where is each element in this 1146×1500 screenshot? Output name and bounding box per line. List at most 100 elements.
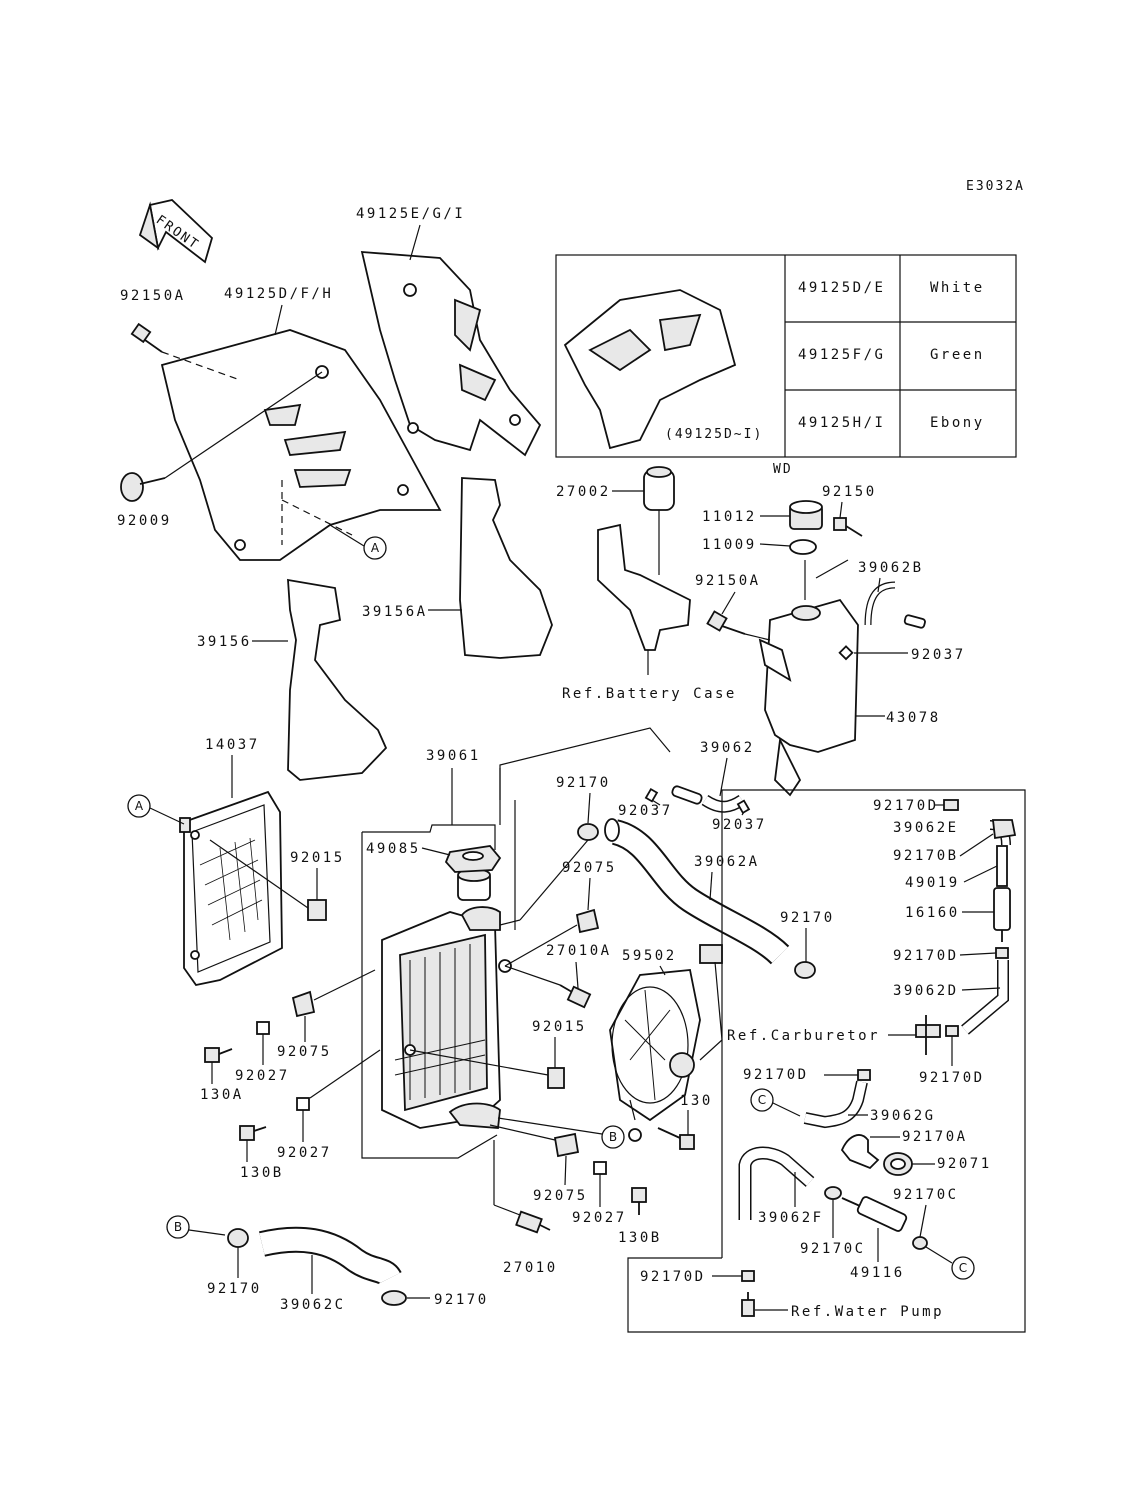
label-39062a: 39062A <box>694 854 760 870</box>
side-cover-39156-icon <box>287 578 388 781</box>
label-49125egi: 49125E/G/I <box>356 206 465 222</box>
clamp-92170-right-icon <box>794 961 816 979</box>
label-39156a: 39156A <box>362 604 428 620</box>
label-92170b: 92170B <box>893 848 959 864</box>
label-92150a-tank: 92150A <box>695 573 761 589</box>
callout-b-lower-text: B <box>174 1220 182 1234</box>
collar-92027-c-icon <box>593 1161 607 1175</box>
callout-a-lower <box>127 794 151 818</box>
callout-b-upper <box>601 1125 625 1149</box>
label-39062g: 39062G <box>870 1108 936 1124</box>
callout-c-right <box>951 1256 975 1280</box>
color-table-color-2: Green <box>930 347 985 363</box>
clamp-92170-b-icon <box>227 1228 249 1248</box>
bolt-92009-icon <box>120 472 166 502</box>
gasket-11009-icon <box>789 539 817 555</box>
valve-49116-icon <box>841 1196 908 1232</box>
label-92037-a: 92037 <box>618 803 673 819</box>
label-130: 130 <box>680 1093 713 1109</box>
label-27010: 27010 <box>503 1260 558 1276</box>
ref-carburetor: Ref.Carburetor <box>727 1028 880 1044</box>
clamp-92170-bottom-icon <box>381 1290 407 1306</box>
fuse-27002-icon <box>643 466 675 511</box>
bolt-130-icon <box>657 1127 695 1150</box>
clamp-92170c-2-icon <box>824 1186 842 1200</box>
label-92037-b: 92037 <box>712 817 767 833</box>
label-92170c-1: 92170C <box>893 1187 959 1203</box>
label-27002: 27002 <box>556 484 611 500</box>
label-92027-a: 92027 <box>235 1068 290 1084</box>
bolt-130b-right-icon <box>631 1187 647 1215</box>
clamp-92170d-3-icon <box>945 1025 959 1037</box>
label-92150: 92150 <box>822 484 877 500</box>
clamp-92170d-2-icon <box>995 947 1009 959</box>
label-130b-left: 130B <box>240 1165 284 1181</box>
label-92037-tank: 92037 <box>911 647 966 663</box>
clamp-92170-top-icon <box>577 823 599 841</box>
clamp-92170d-4-icon <box>857 1069 871 1081</box>
collar-92027-a-icon <box>256 1021 270 1035</box>
callout-c-left <box>750 1088 774 1112</box>
label-92170-top: 92170 <box>556 775 611 791</box>
label-130b-right: 130B <box>618 1230 662 1246</box>
clip-92015-a-icon <box>307 899 327 921</box>
cap-11012-icon <box>789 500 823 530</box>
collar-92027-b-icon <box>296 1097 310 1111</box>
callout-b-upper-text: B <box>609 1130 617 1144</box>
label-39062e: 39062E <box>893 820 959 836</box>
label-39061: 39061 <box>426 748 481 764</box>
switch-27010-icon <box>515 1210 551 1234</box>
clamp-92170d-5-icon <box>741 1270 755 1282</box>
color-table-part-2: 49125F/G <box>798 347 885 363</box>
clamp-92170b-icon <box>991 819 1017 840</box>
label-92170c-2: 92170C <box>800 1241 866 1257</box>
label-39156: 39156 <box>197 634 252 650</box>
label-92027-b: 92027 <box>277 1145 332 1161</box>
ref-battery-case: Ref.Battery Case <box>562 686 737 702</box>
color-table: 49125D/E White 49125F/G Green 49125H/I E… <box>555 254 1017 458</box>
callout-b-lower <box>166 1215 190 1239</box>
label-92170-right: 92170 <box>780 910 835 926</box>
radiator-screen-14037-icon <box>183 790 283 987</box>
clip-92037-a-icon <box>644 787 659 803</box>
label-39062d: 39062D <box>893 983 959 999</box>
label-59502: 59502 <box>622 948 677 964</box>
label-92009: 92009 <box>117 513 172 529</box>
shroud-thumbnail-icon <box>563 289 737 450</box>
color-table-part-3: 49125H/I <box>798 415 885 431</box>
color-table-note: (49125D~I) <box>665 427 763 442</box>
label-39062c: 39062C <box>280 1297 346 1313</box>
color-table-part-1: 49125D/E <box>798 280 885 296</box>
label-11012: 11012 <box>702 509 757 525</box>
label-49085: 49085 <box>366 841 421 857</box>
label-92075-top: 92075 <box>562 860 617 876</box>
label-92170d-1: 92170D <box>873 798 939 814</box>
label-92170-b: 92170 <box>207 1281 262 1297</box>
label-92071: 92071 <box>937 1156 992 1172</box>
bolt-92150a-tank-icon <box>706 610 746 635</box>
label-11009: 11009 <box>702 537 757 553</box>
color-table-color-1: White <box>930 280 985 296</box>
wd-label: WD <box>773 462 793 477</box>
clip-92015-b-icon <box>547 1067 565 1089</box>
bolt-130b-left-icon <box>239 1125 267 1141</box>
filter-16160-icon <box>993 887 1011 942</box>
label-92027-c: 92027 <box>572 1210 627 1226</box>
front-arrow-icon: FRONT <box>138 199 214 264</box>
clamp-92170c-1-icon <box>912 1236 928 1250</box>
label-27010a: 27010A <box>546 943 612 959</box>
radiator-cap-49085-icon <box>444 845 502 873</box>
callout-a-lower-text: A <box>135 799 144 813</box>
cooling-fan-59502-icon <box>609 944 723 1122</box>
label-130a: 130A <box>200 1087 244 1103</box>
callout-a-upper <box>363 536 387 560</box>
label-39062f: 39062F <box>758 1210 824 1226</box>
sub-assembly-box <box>627 789 1026 1333</box>
clip-92037-tank-icon <box>838 645 854 661</box>
color-table-color-3: Ebony <box>930 415 985 431</box>
callout-c-right-text: C <box>959 1261 967 1275</box>
battery-bracket-icon <box>597 523 691 651</box>
label-92075-bottom: 92075 <box>533 1188 588 1204</box>
label-14037: 14037 <box>205 737 260 753</box>
